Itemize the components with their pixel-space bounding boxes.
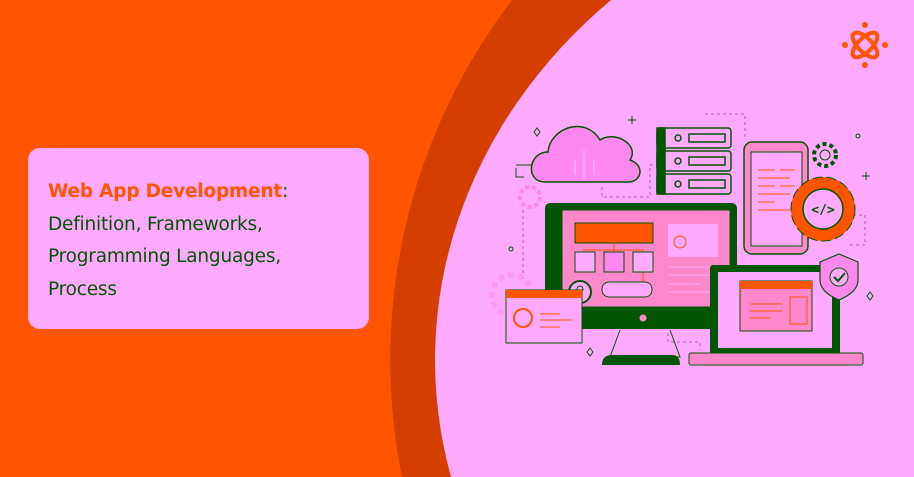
headline-line-4: Process	[48, 278, 117, 300]
headline-colon: :	[282, 181, 289, 202]
desktop-monitor-icon	[545, 203, 737, 365]
brand-logo-icon	[842, 22, 888, 68]
headline-line-2: Definition, Frameworks,	[48, 213, 263, 235]
code-symbol: </>	[811, 203, 835, 218]
code-gear-icon: </>	[790, 176, 856, 242]
server-stack-icon	[656, 127, 732, 195]
small-gear-icon	[812, 142, 838, 168]
browser-window-icon	[505, 289, 583, 344]
headline-line-3: Programming Languages,	[48, 246, 281, 267]
laptop-icon	[688, 265, 864, 366]
headline-card: Web App Development: Definition, Framewo…	[28, 148, 369, 329]
cloud-icon	[515, 125, 641, 183]
headline-highlight: Web App Development	[48, 181, 283, 202]
sparkle-icons	[508, 116, 874, 357]
headline-text: Web App Development: Definition, Framewo…	[48, 176, 288, 306]
connector-lines	[522, 113, 866, 350]
security-shield-icon	[819, 253, 859, 301]
